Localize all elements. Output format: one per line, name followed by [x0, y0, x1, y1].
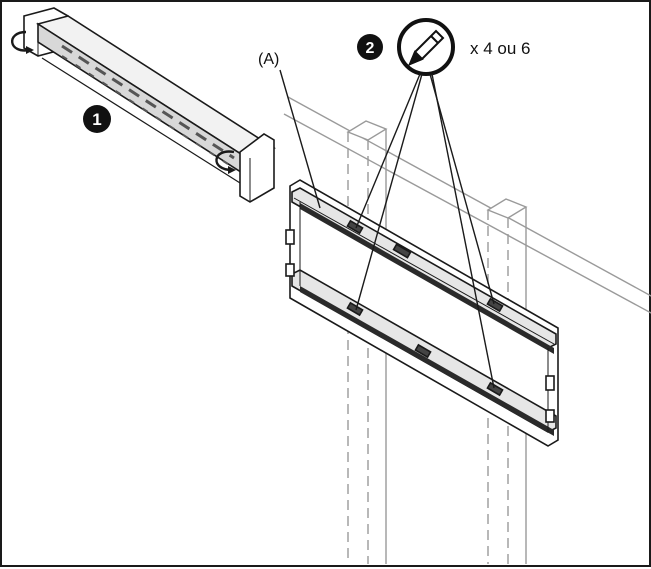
pencil-icon — [408, 29, 445, 66]
marker-leader-lines — [355, 73, 495, 389]
bracket-a-label: (A) — [258, 51, 279, 68]
step-2-number: 2 — [366, 40, 375, 57]
bracket-arm-top — [36, 15, 276, 157]
pencil-marker — [397, 18, 455, 76]
wall-top-line-1 — [287, 96, 651, 297]
step-1-badge: 1 — [83, 105, 111, 133]
bracket-arm-front — [37, 22, 245, 176]
step-1-number: 1 — [92, 110, 101, 129]
mounting-bracket — [11, 7, 276, 203]
rotate-arrow-right-icon — [215, 150, 235, 172]
step-2-quantity: x 4 ou 6 — [470, 39, 531, 58]
bracket-right-end — [239, 133, 275, 203]
rotate-arrow-left-icon — [11, 30, 31, 52]
step-2-badge: 2 — [357, 34, 383, 60]
wall-plate — [285, 179, 559, 447]
bracket-a-leader — [279, 69, 321, 209]
